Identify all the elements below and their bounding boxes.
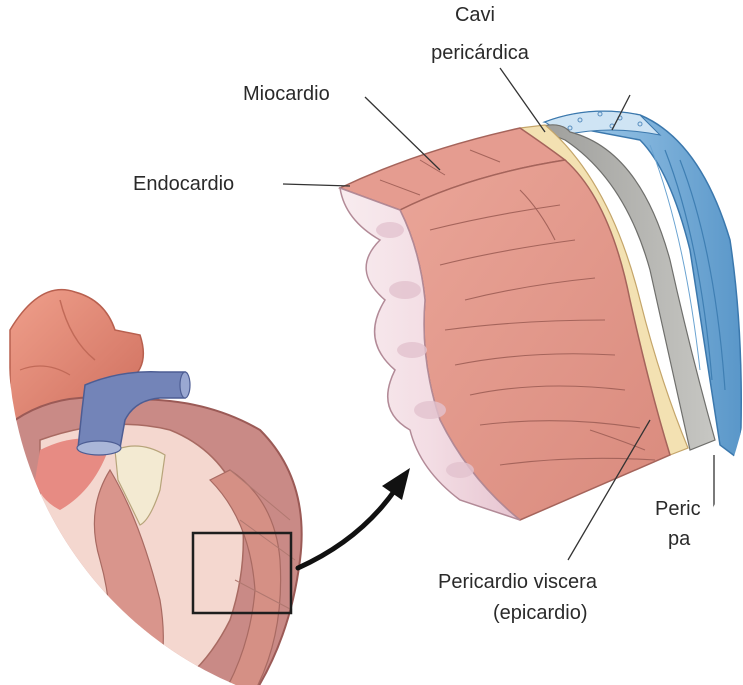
label-myocardium: Miocardio [243, 82, 330, 106]
label-parietal-line1: Peric [655, 497, 701, 521]
leader-endocardium [283, 184, 350, 186]
leader-cavity [500, 68, 545, 132]
label-cavity-line1: Cavi [430, 3, 520, 27]
wall-section [340, 111, 741, 520]
heart-overview [0, 290, 302, 685]
label-parietal-line2: pa [668, 527, 690, 551]
leader-myocardium [365, 97, 440, 170]
label-visceral-line1: Pericardio viscera [438, 570, 597, 594]
label-endocardium: Endocardio [133, 172, 234, 196]
label-visceral-line2: (epicardio) [493, 601, 587, 625]
label-cavity-line2: pericárdica [410, 41, 550, 65]
zoom-arrow [298, 468, 410, 568]
